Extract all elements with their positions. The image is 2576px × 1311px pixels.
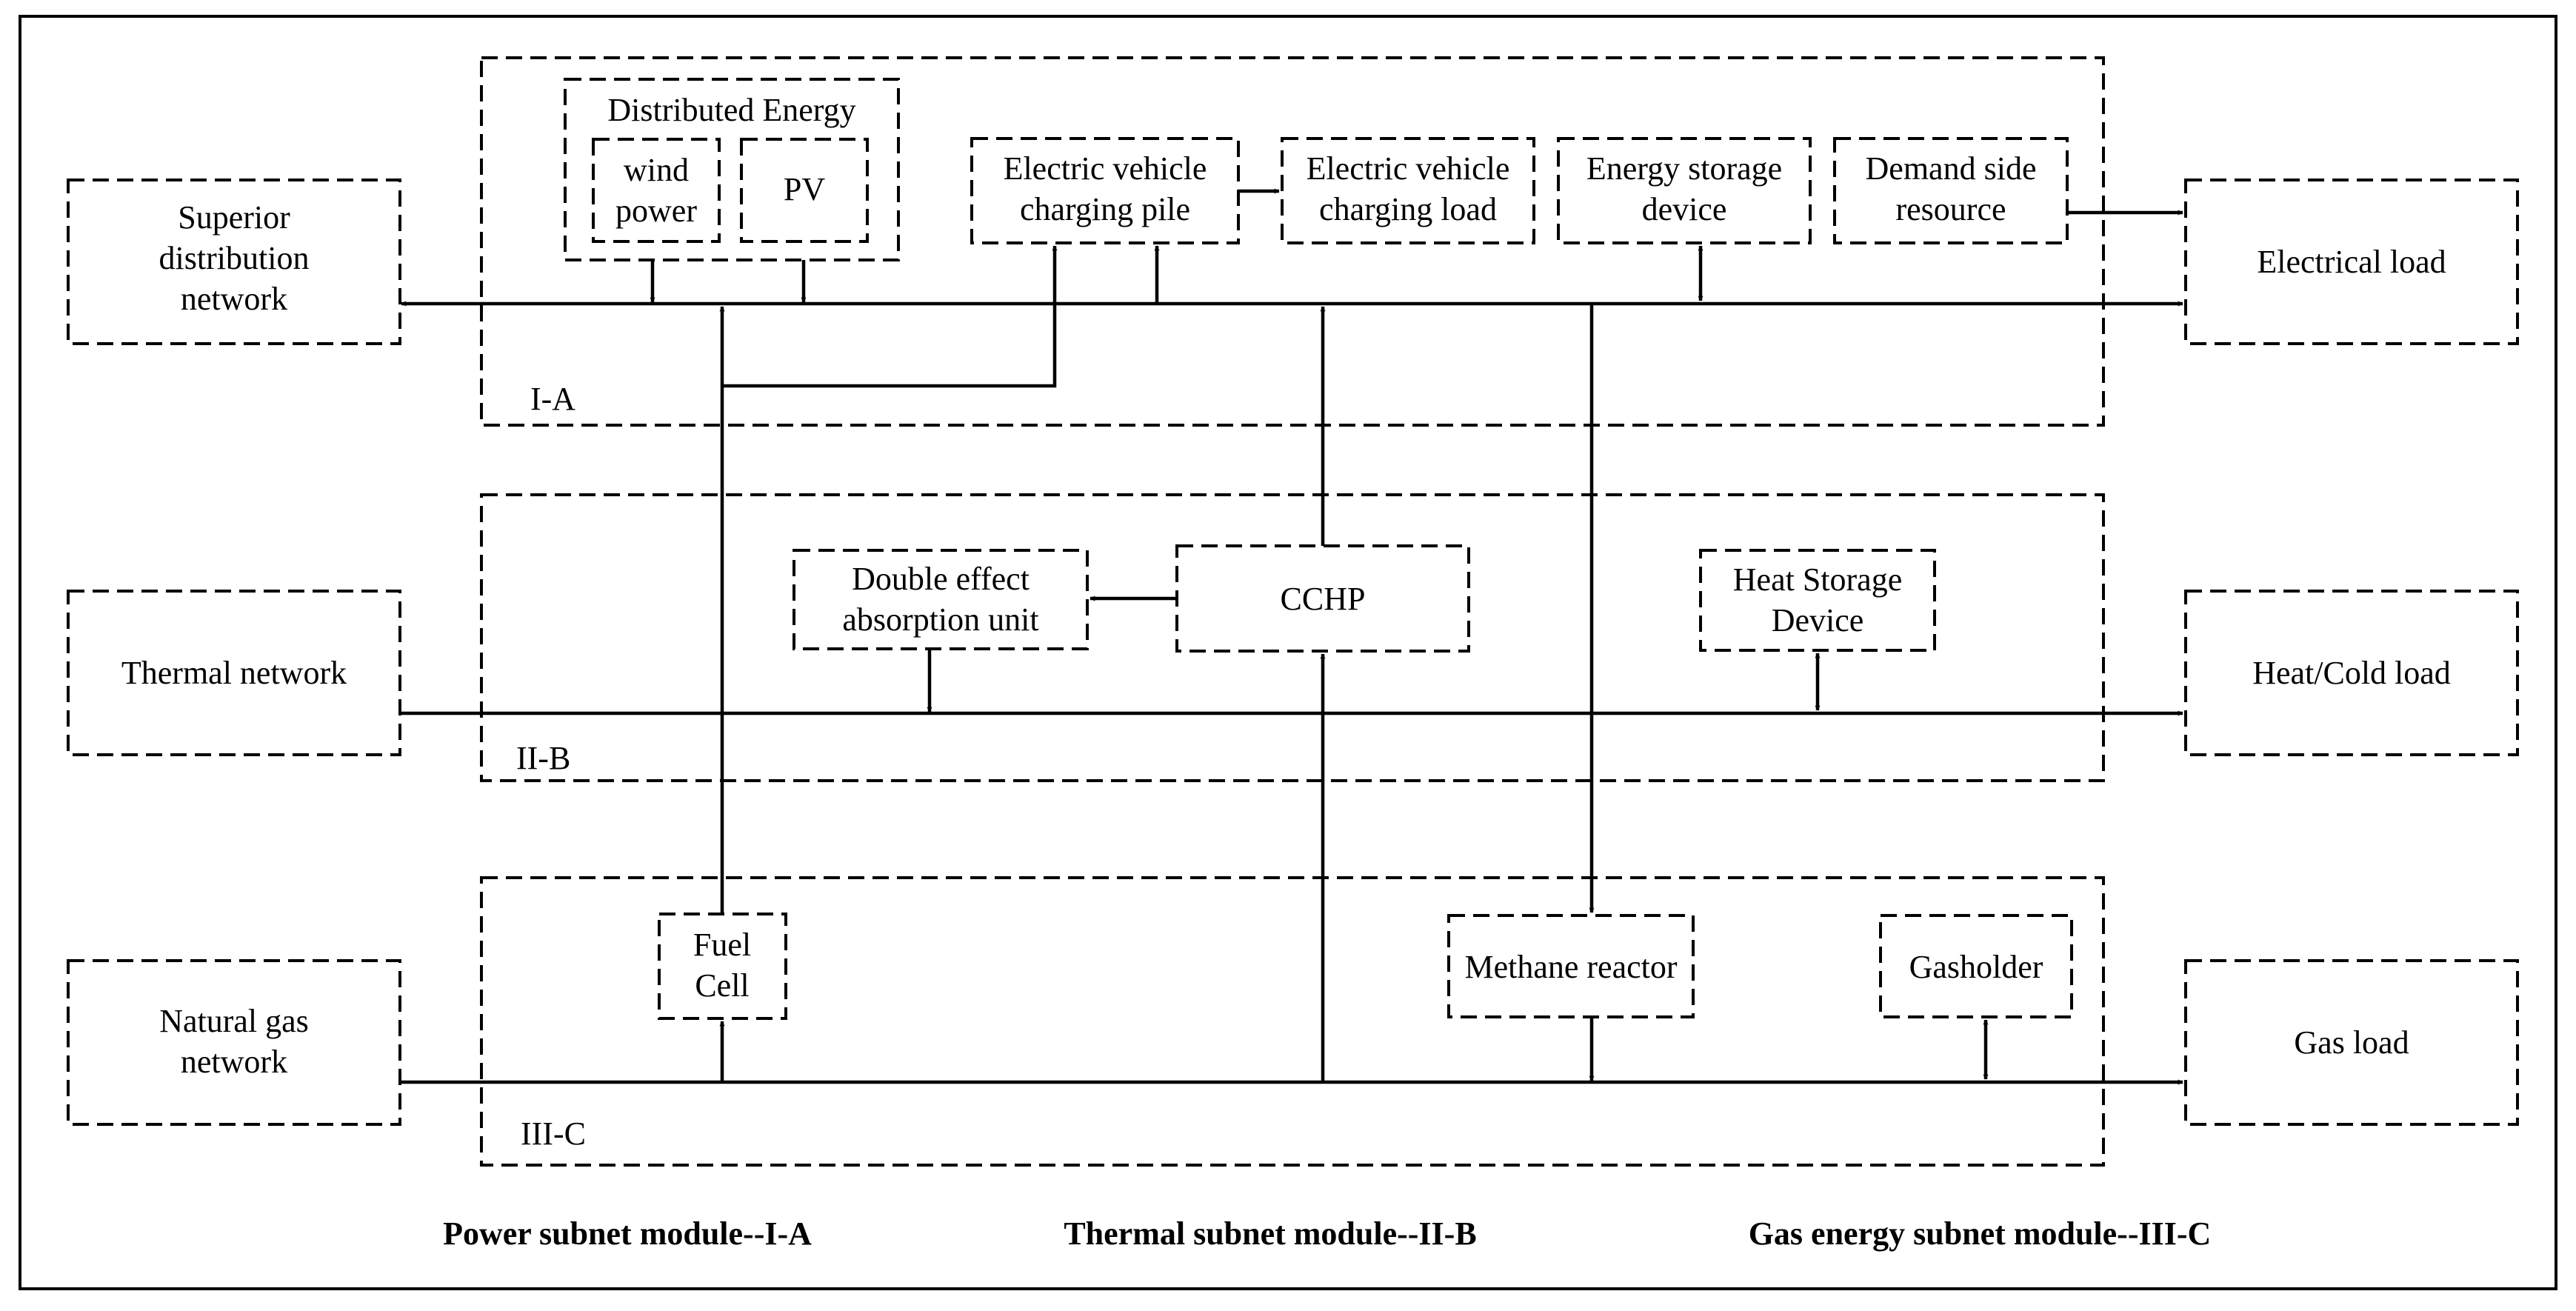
- module-c-container: [480, 876, 2105, 1167]
- wind-power-box: [592, 138, 721, 243]
- superior-network-l2: distribution: [159, 240, 310, 276]
- ev-charging-load-box: [1281, 137, 1535, 244]
- ev-charging-pile-l1: Electric vehicle: [1004, 150, 1207, 187]
- footer-power-module: Power subnet module--I-A: [443, 1215, 812, 1252]
- footer-thermal-module: Thermal subnet module--II-B: [1064, 1215, 1476, 1252]
- methane-reactor-box: [1447, 914, 1695, 1018]
- absorption-unit-l1: Double effect: [852, 561, 1030, 597]
- gas-load-label: Gas load: [2294, 1024, 2409, 1061]
- superior-network-l3: network: [181, 281, 287, 317]
- ev-charging-load-l2: charging load: [1319, 191, 1497, 227]
- module-c-tag: III-C: [521, 1115, 586, 1152]
- energy-storage-l2: device: [1642, 191, 1727, 227]
- gas-network-box: [67, 959, 401, 1126]
- ev-charging-pile-l2: charging pile: [1020, 191, 1190, 227]
- thermal-network-box: [67, 590, 401, 756]
- demand-side-l1: Demand side: [1866, 150, 2037, 187]
- absorption-unit-l2: absorption unit: [842, 601, 1038, 638]
- demand-side-box: [1833, 137, 2069, 244]
- fuel-cell-l1: Fuel: [693, 927, 751, 963]
- superior-network-l1: Superior: [178, 199, 290, 236]
- wind-power-l2: power: [615, 193, 697, 229]
- electrical-load-box: [2184, 179, 2519, 345]
- thermal-network-label: Thermal network: [121, 655, 347, 691]
- gas-load-box: [2184, 959, 2519, 1126]
- module-b-tag: II-B: [516, 740, 570, 776]
- energy-storage-box: [1557, 137, 1812, 244]
- absorption-unit-box: [793, 549, 1089, 650]
- pv-box: [740, 138, 869, 243]
- heat-storage-l2: Device: [1772, 602, 1864, 638]
- gas-network-l1: Natural gas: [159, 1003, 309, 1039]
- electrical-load-label: Electrical load: [2257, 244, 2446, 280]
- heat-cold-load-box: [2184, 590, 2519, 756]
- demand-side-l2: resource: [1895, 191, 2006, 227]
- wind-power-l1: wind: [624, 152, 689, 188]
- module-a-container: [480, 56, 2105, 427]
- gasholder-label: Gasholder: [1909, 949, 2043, 985]
- energy-storage-l1: Energy storage: [1586, 150, 1782, 187]
- module-b-container: [480, 493, 2105, 782]
- ev-charging-load-l1: Electric vehicle: [1307, 150, 1510, 187]
- distributed-energy-label: Distributed Energy: [607, 92, 855, 128]
- heat-cold-load-label: Heat/Cold load: [2252, 655, 2451, 691]
- cchp-label: CCHP: [1281, 581, 1366, 617]
- gas-network-l2: network: [181, 1044, 287, 1080]
- heat-storage-l1: Heat Storage: [1733, 561, 1902, 598]
- fuel-cell-to-ev-pile-connector: [722, 245, 1058, 388]
- module-a-tag: I-A: [530, 381, 575, 417]
- fuel-cell-l2: Cell: [695, 967, 749, 1004]
- distributed-energy-box: [564, 78, 900, 261]
- heat-storage-box: [1699, 549, 1936, 652]
- footer-gas-module: Gas energy subnet module--III-C: [1749, 1215, 2212, 1252]
- methane-reactor-label: Methane reactor: [1464, 949, 1677, 985]
- outer-frame: [19, 15, 2557, 1290]
- pv-label: PV: [784, 171, 825, 207]
- superior-network-box: [67, 179, 401, 345]
